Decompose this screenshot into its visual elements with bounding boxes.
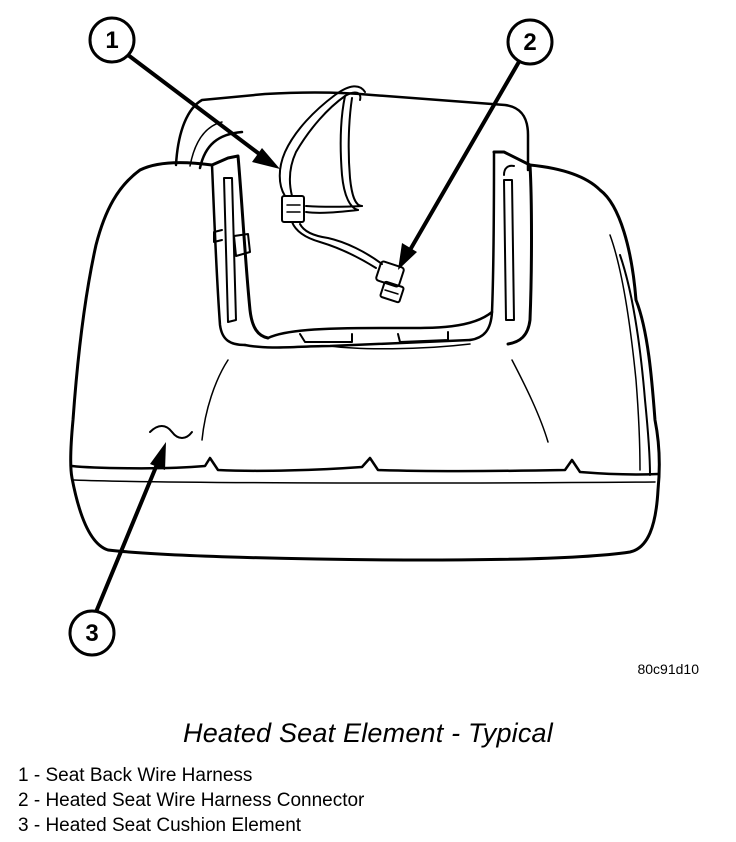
left-bolster [210, 154, 270, 347]
callout-circle-2 [506, 18, 554, 66]
leader-line-2 [408, 58, 522, 252]
leader-line-3 [94, 460, 160, 614]
arrowhead-2 [398, 243, 417, 270]
callout-number-2: 2 [523, 29, 536, 56]
callout-number-1: 1 [105, 27, 118, 54]
callout-circle-3 [68, 609, 116, 657]
seat-cushion [69, 161, 661, 562]
callout-circles [68, 16, 554, 657]
legend-list: 1 - Seat Back Wire Harness 2 - Heated Se… [18, 763, 364, 838]
seat-illustration: 1 2 3 80c91d10 [68, 16, 699, 677]
arrowheads [150, 148, 417, 470]
arrowhead-1 [252, 148, 280, 169]
figure-caption: Heated Seat Element - Typical [183, 718, 553, 748]
arrowhead-3 [150, 442, 166, 470]
callout-number-3: 3 [85, 620, 98, 647]
callout-circle-1 [88, 16, 136, 64]
legend-item-3: 3 - Heated Seat Cushion Element [18, 815, 302, 836]
seat-back-wire-harness [278, 85, 383, 269]
figure-id-code: 80c91d10 [637, 661, 699, 677]
right-bolster [468, 150, 533, 346]
legend-item-2: 2 - Heated Seat Wire Harness Connector [18, 790, 365, 811]
leader-line-1 [126, 53, 264, 158]
heated-seat-wire-harness-connector [375, 260, 405, 304]
leader-lines [94, 53, 522, 614]
heated-seat-cushion-element [149, 425, 193, 439]
legend-item-1: 1 - Seat Back Wire Harness [18, 765, 253, 786]
seat-well [243, 310, 494, 350]
